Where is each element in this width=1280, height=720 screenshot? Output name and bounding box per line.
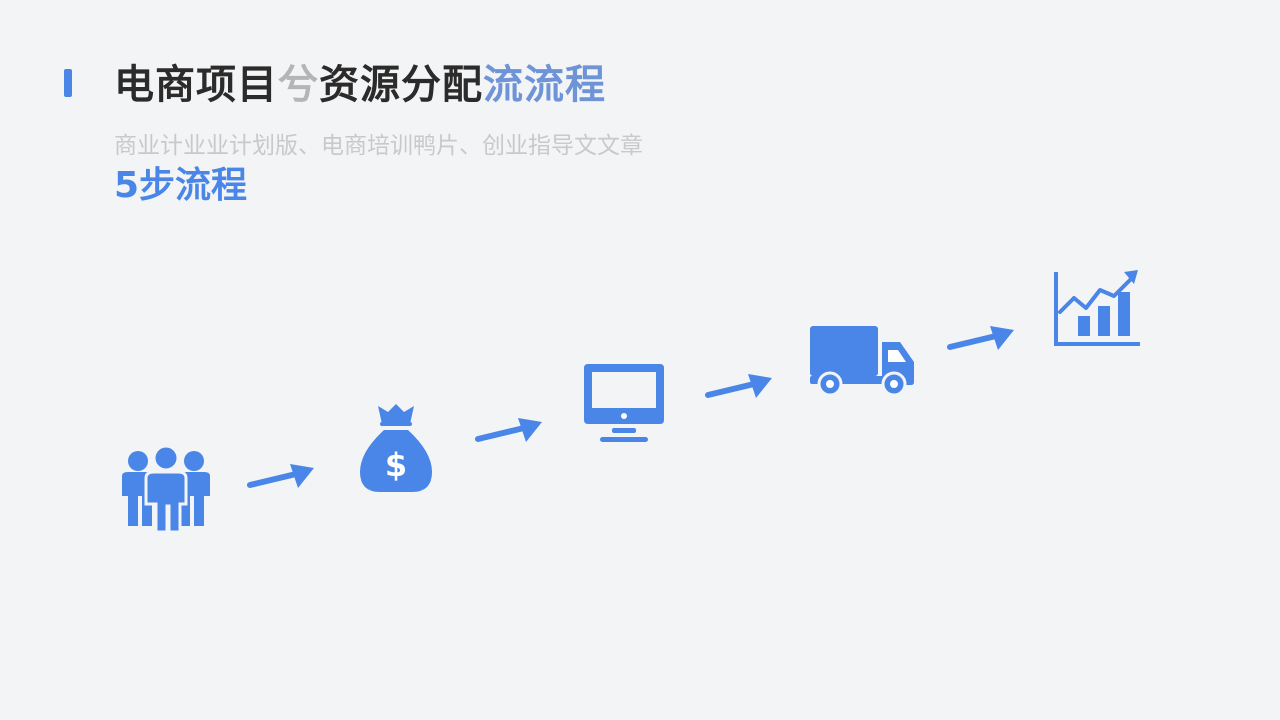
arrow-right-icon xyxy=(247,464,314,488)
page-title: 电商项目兮资源分配流流程 xyxy=(114,58,606,112)
growth-chart-icon xyxy=(1054,270,1140,346)
money-bag-icon: $ xyxy=(360,404,432,492)
title-part2: 资源分配 xyxy=(319,62,483,108)
title-highlight: 流流程 xyxy=(483,62,606,108)
title-part1: 电商项目 xyxy=(114,62,278,108)
arrow-right-icon xyxy=(475,418,542,442)
people-group-icon xyxy=(122,444,210,534)
monitor-icon xyxy=(584,364,664,442)
steps-label: 5步流程 xyxy=(114,165,248,206)
title-accent-bar xyxy=(64,69,72,97)
subtitle: 商业计业业计划版、电商培训鸭片、创业指导文文章 xyxy=(114,133,643,159)
svg-text:$: $ xyxy=(385,446,407,484)
delivery-truck-icon xyxy=(810,326,914,397)
arrow-right-icon xyxy=(705,374,772,398)
title-glitch-char: 兮 xyxy=(278,62,319,108)
arrow-right-icon xyxy=(947,326,1014,350)
